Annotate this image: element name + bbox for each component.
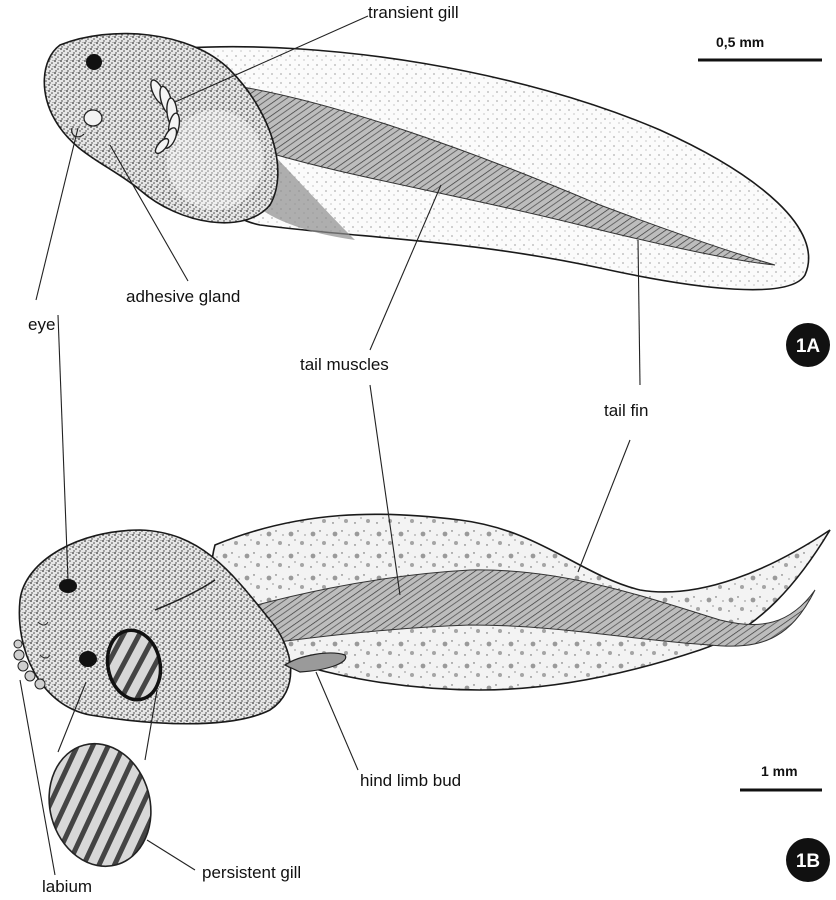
eye-1b [59,579,77,593]
label-adhesive-gland: adhesive gland [126,287,240,306]
tadpole-1a [43,32,810,291]
label-eye: eye [28,315,55,334]
scale-bar-1a: 0,5 mm [698,34,822,62]
persistent-gill-1b [105,628,163,702]
body-1b [18,529,292,725]
svg-text:0,5 mm: 0,5 mm [716,34,764,50]
label-labium: labium [42,877,92,896]
label-transient-gill: transient gill [368,3,459,22]
leader-lines [19,15,641,876]
label-persistent-gill: persistent gill [202,863,301,882]
label-tail-fin: tail fin [604,401,648,420]
svg-text:1 mm: 1 mm [761,763,798,779]
label-tail-muscles: tail muscles [300,355,389,374]
svg-text:1B: 1B [796,851,820,872]
transient-gill-1a [150,79,181,155]
label-hind-limb-bud: hind limb bud [360,771,461,790]
adhesive-gland-1a [83,109,103,127]
persistent-gill-detail [48,742,152,868]
body-1a [43,32,279,224]
scale-bar-1b: 1 mm [740,763,822,792]
svg-text:1A: 1A [796,336,821,357]
tadpole-1b [13,513,831,868]
badge-1b: 1B [786,838,830,882]
hind-limb-bud-1b [283,652,347,673]
tail-muscles-1b [188,569,816,651]
eye-1a [86,54,102,70]
tail-muscles-1a [229,84,776,266]
labium-1b [13,639,46,690]
badge-1a: 1A [786,323,830,367]
